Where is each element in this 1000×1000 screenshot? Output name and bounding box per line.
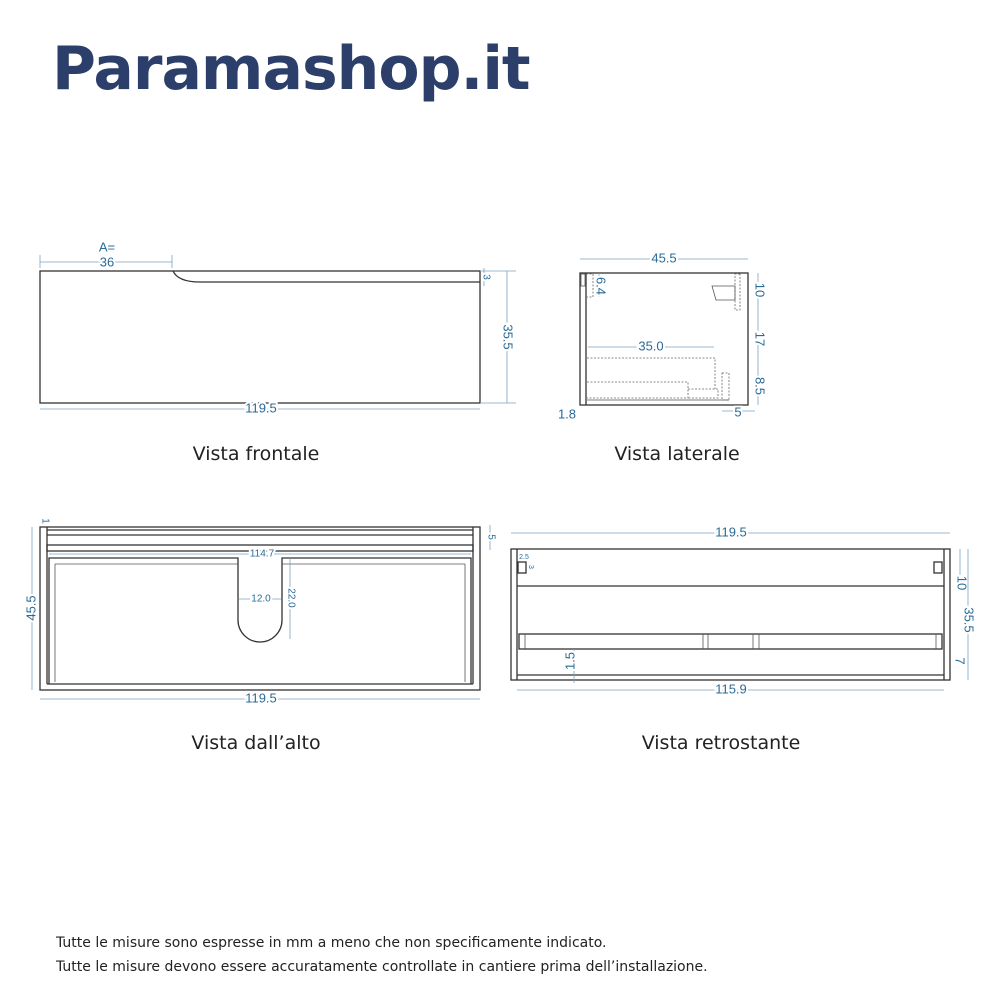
side-view: 45.5 6.4 35.0 10 17 8.5 1.8 5 <box>556 248 770 423</box>
dim-side-upper: 10 <box>753 283 768 297</box>
dim-top-edge: 1 <box>39 518 50 524</box>
front-top-groove <box>172 270 480 283</box>
dim-back-base: 1.5 <box>562 652 577 670</box>
dim-side-depth: 45.5 <box>651 250 676 265</box>
brand-logo: Paramashop.it <box>52 34 531 104</box>
dim-cutout-width: 12.0 <box>251 594 271 605</box>
front-view: A= 36 3 35.5 119.5 <box>39 237 518 417</box>
dim-side-top-gap: 6.4 <box>594 277 609 295</box>
dim-side-panel: 1.8 <box>558 406 576 421</box>
dim-side-lower: 8.5 <box>753 377 768 395</box>
top-view: 1 5 114.7 12.0 22.0 45.5 119.5 <box>21 516 498 707</box>
dim-top-depth: 45.5 <box>23 595 38 620</box>
dim-back-upper: 10 <box>955 576 970 590</box>
note-units: Tutte le misure sono espresse in mm a me… <box>56 935 607 951</box>
dim-bracket-x: 2.5 <box>519 554 529 561</box>
dim-back-bottom: 7 <box>953 657 968 664</box>
dim-top-thickness: 3 <box>480 274 491 280</box>
dim-cutout-depth: 22.0 <box>285 588 296 608</box>
dim-front-height: 35.5 <box>501 324 516 349</box>
dim-top-inner-width: 114.7 <box>250 549 275 560</box>
dim-drawer-depth: 35.0 <box>638 338 663 353</box>
dim-side-back-offset: 5 <box>734 404 741 419</box>
dim-back-width: 119.5 <box>715 524 747 539</box>
dim-side-middle: 17 <box>753 332 768 346</box>
hanging-bracket-left <box>517 561 527 574</box>
dim-top-back-depth: 5 <box>485 534 496 540</box>
dim-back-inner-width: 115.9 <box>715 681 747 696</box>
dim-a-value: 36 <box>100 254 114 269</box>
dim-bracket-y: 3 <box>527 565 534 569</box>
caption-side-view: Vista laterale <box>614 443 740 465</box>
front-cabinet-outline <box>39 270 481 404</box>
dim-back-height: 35.5 <box>962 607 977 632</box>
back-view: 2.5 3 119.5 10 35.5 7 1.5 115.9 <box>510 522 979 698</box>
caption-top-view: Vista dall’alto <box>191 732 321 754</box>
side-outline <box>579 272 749 406</box>
caption-back-view: Vista retrostante <box>641 732 801 754</box>
dim-front-width: 119.5 <box>245 400 277 415</box>
top-outline <box>39 526 481 691</box>
dim-a-label: A= <box>99 239 115 254</box>
dim-top-width: 119.5 <box>245 690 277 705</box>
back-outline <box>510 548 951 681</box>
note-verification: Tutte le misure devono essere accuratame… <box>56 959 708 975</box>
hanging-bracket-right <box>933 561 943 574</box>
caption-front-view: Vista frontale <box>192 443 320 465</box>
